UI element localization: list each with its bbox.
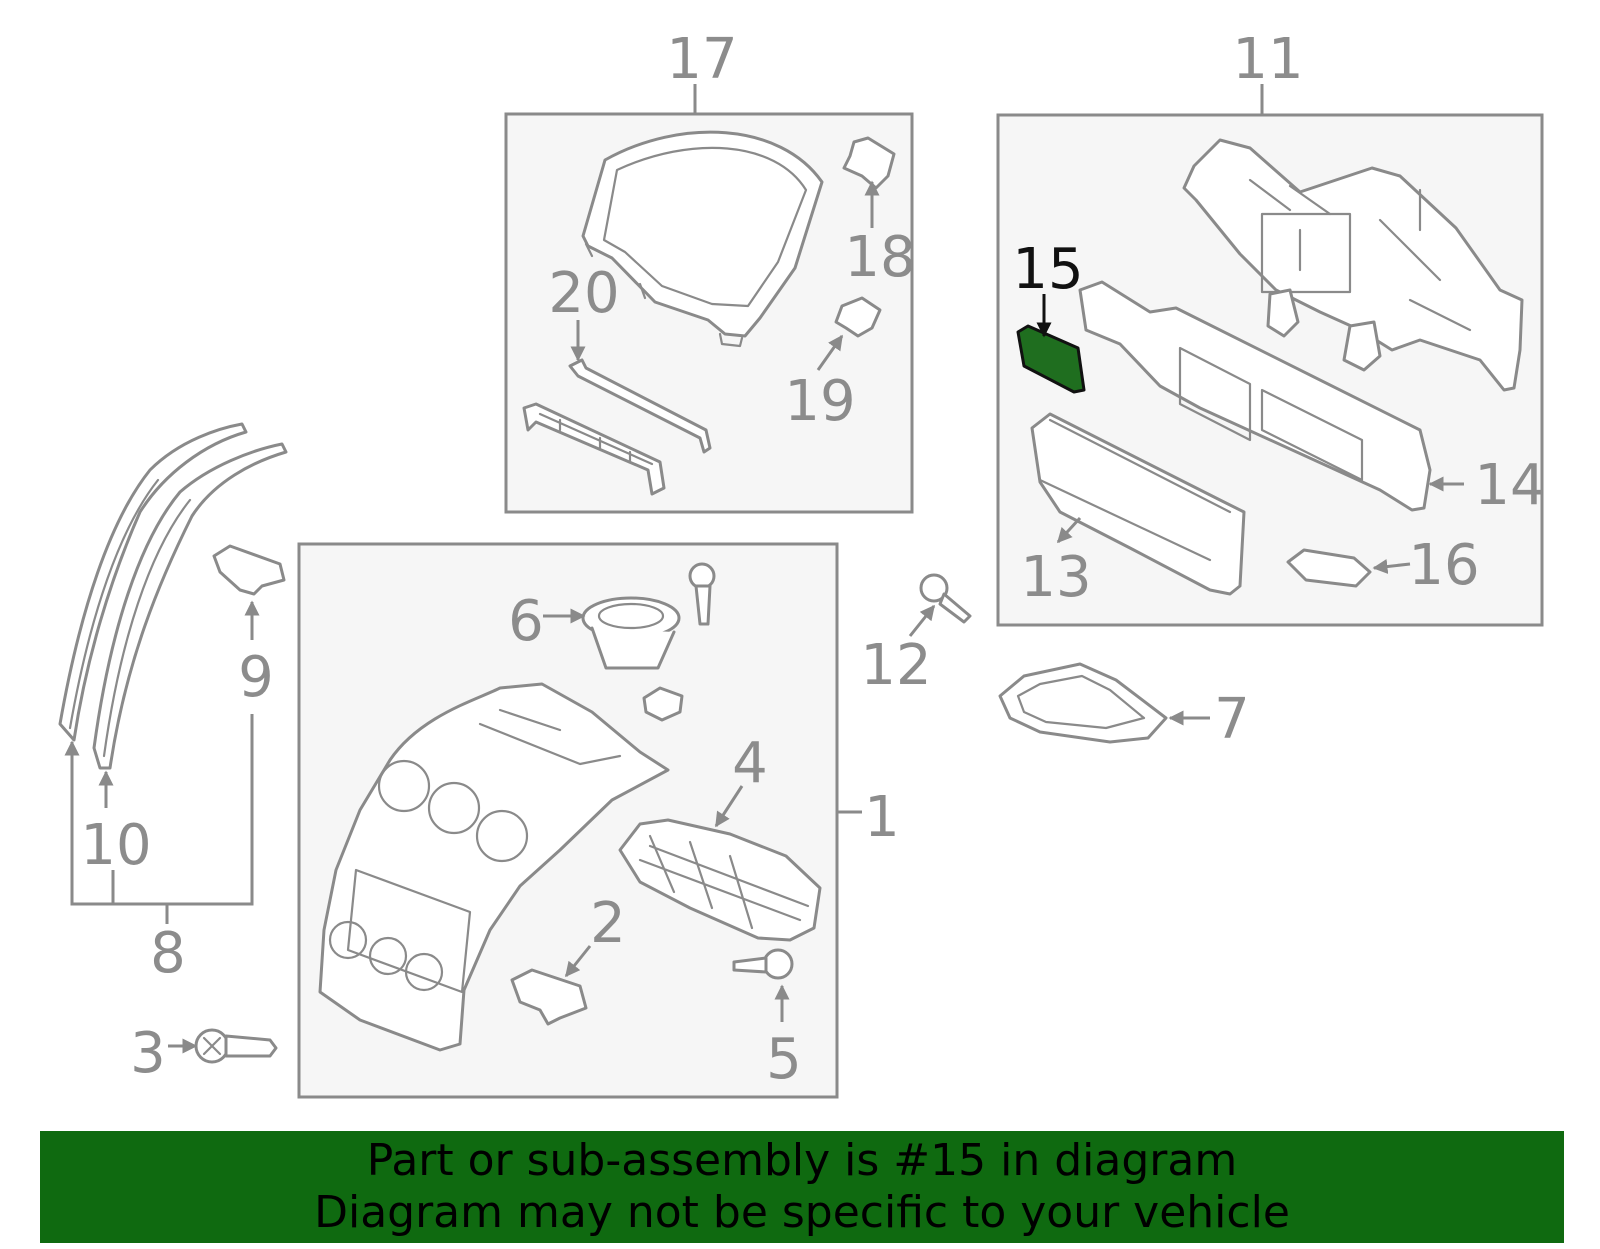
small-block-part[interactable] (642, 686, 684, 722)
callout-13: 13 (1020, 545, 1091, 610)
callout-10: 10 (80, 813, 151, 878)
bracket-part-2[interactable] (510, 968, 588, 1026)
callout-2: 2 (590, 891, 626, 956)
leader-arrows (64, 180, 1464, 1054)
frame-part-7[interactable] (998, 662, 1168, 744)
callout-14: 14 (1474, 453, 1545, 518)
callout-5: 5 (766, 1027, 802, 1092)
info-banner: Part or sub-assembly is #15 in diagram D… (40, 1131, 1564, 1243)
bracket-line-8 (70, 714, 254, 924)
trim-strip-part-9-side[interactable] (92, 442, 288, 770)
callout-15: 15 (1012, 237, 1083, 302)
callout-6: 6 (508, 589, 544, 654)
callout-4: 4 (732, 731, 768, 796)
clip-part-19[interactable] (834, 296, 882, 338)
cluster-trim-strip-20[interactable] (568, 358, 712, 454)
callout-20: 20 (548, 261, 619, 326)
highlighted-part-15[interactable] (1016, 324, 1086, 394)
callout-1: 1 (864, 785, 900, 850)
trim-strip-part-10[interactable] (58, 422, 248, 742)
callout-16: 16 (1408, 533, 1479, 598)
lower-bracket-part[interactable] (522, 402, 666, 496)
cluster-hood-part[interactable] (581, 130, 824, 348)
callout-8: 8 (150, 921, 186, 986)
callout-3: 3 (130, 1021, 166, 1086)
bolt-part-5[interactable] (732, 948, 794, 980)
callout-9: 9 (238, 645, 274, 710)
lower-panel-part-13[interactable] (1030, 412, 1246, 596)
center-console-panel-part[interactable] (318, 682, 670, 1052)
screw-part-upper[interactable] (688, 562, 716, 626)
air-vent-part-4[interactable] (618, 818, 822, 942)
cover-plate-part-16[interactable] (1286, 548, 1372, 588)
screw-part-3[interactable] (194, 1028, 278, 1064)
screw-part-12[interactable] (919, 573, 972, 624)
banner-line-1: Part or sub-assembly is #15 in diagram (366, 1135, 1238, 1186)
callout-7: 7 (1214, 687, 1250, 752)
callout-19: 19 (784, 369, 855, 434)
callout-11: 11 (1232, 27, 1303, 92)
banner-line-2: Diagram may not be specific to your vehi… (314, 1187, 1290, 1238)
callout-12: 12 (860, 633, 931, 698)
cluster-assembly-frame-part[interactable] (1182, 138, 1524, 392)
callout-18: 18 (844, 225, 915, 290)
clip-part-9[interactable] (212, 544, 286, 596)
callout-17: 17 (666, 27, 737, 92)
display-frame-part-14[interactable] (1078, 280, 1432, 512)
callout-labels: 17 11 18 20 19 15 14 13 16 12 7 6 4 1 2 … (80, 27, 1545, 1092)
